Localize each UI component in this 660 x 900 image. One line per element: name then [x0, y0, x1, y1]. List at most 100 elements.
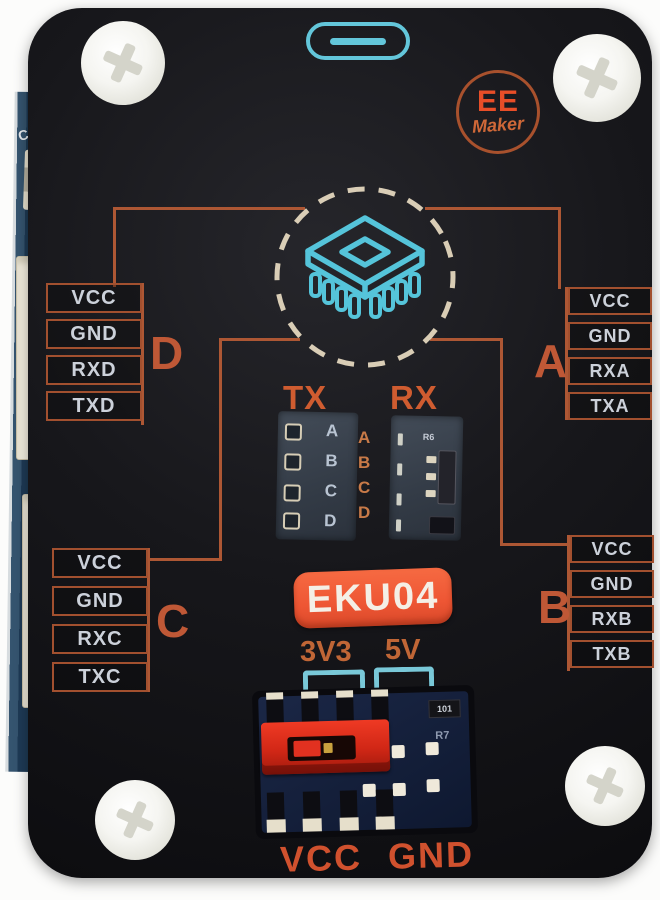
resistor-101: 101	[428, 699, 461, 719]
pcb-board: EE Maker	[28, 8, 654, 880]
voltage-3v3-label: 3V3	[300, 636, 352, 668]
solder-pad	[426, 778, 440, 793]
silkscreen-trace	[558, 207, 561, 289]
center-channel: C	[358, 478, 371, 497]
model-badge: EKU04	[293, 567, 453, 629]
pin-label: VCC	[52, 548, 148, 578]
pin-label: TXA	[568, 392, 652, 420]
pin-label: VCC	[568, 287, 652, 315]
logo-text-bottom: Maker	[471, 112, 525, 137]
power-pins-label: VCC GND	[279, 833, 475, 880]
screw-bottom-right	[565, 746, 645, 826]
silkscreen-trace	[565, 287, 568, 420]
rx-label: RX	[390, 379, 438, 416]
resistor-pad	[425, 489, 436, 498]
module-pin	[339, 790, 358, 831]
center-channel-letters: A B C D	[358, 428, 370, 528]
port-c-letter: C	[156, 595, 190, 647]
pin-label: VCC	[46, 283, 142, 313]
screw-top-right	[553, 34, 641, 122]
jumper-pad	[284, 423, 303, 441]
rx-pad	[397, 433, 403, 446]
port-d-pin-labels: VCC GND RXD TXD	[46, 283, 142, 427]
silkscreen-trace	[219, 338, 222, 561]
voltage-slide-switch	[260, 719, 391, 775]
dashed-ring	[274, 186, 456, 368]
module-pin	[370, 689, 389, 722]
tx-channel: B	[325, 451, 338, 471]
module-pin	[301, 691, 319, 724]
resistor-ref-label: R7	[435, 729, 450, 743]
switch-knob	[293, 740, 321, 757]
resistor-pad	[426, 456, 437, 464]
jumper-pad	[283, 484, 301, 502]
silkscreen-trace	[500, 543, 569, 546]
module-pin	[266, 792, 285, 833]
tx-channel: A	[325, 421, 339, 441]
port-b-pin-labels: VCC GND RXB TXB	[570, 535, 654, 675]
voltage-5v-label: 5V	[385, 634, 421, 666]
solder-pad	[425, 741, 439, 756]
microchip-icon	[270, 182, 460, 372]
screw-bottom-left	[95, 780, 175, 860]
rx-pad	[396, 493, 402, 506]
tx-jumper-block: A B C D	[275, 411, 359, 541]
voltage-selector-module: 101 R7	[251, 684, 479, 840]
pin-label: RXD	[46, 355, 142, 385]
silkscreen-trace	[147, 548, 150, 692]
pin-label: RXC	[52, 624, 148, 654]
pin-label: RXB	[570, 605, 654, 633]
pin-label: TXD	[46, 391, 142, 421]
silkscreen-trace	[567, 535, 570, 671]
silkscreen-trace	[219, 338, 300, 341]
solder-pad	[362, 783, 376, 798]
port-b-letter: B	[538, 581, 572, 633]
resistor-array-body	[437, 450, 457, 505]
tx-channel: C	[324, 481, 338, 501]
microchip-icon-svg	[274, 186, 456, 368]
module-pin	[375, 789, 394, 830]
rx-pad	[397, 463, 403, 476]
model-name: EKU04	[306, 574, 440, 621]
chip-pins	[309, 272, 421, 319]
silkscreen-trace	[425, 207, 561, 210]
pin-label: GND	[570, 570, 654, 598]
port-a-letter: A	[534, 335, 568, 387]
center-channel: D	[358, 503, 371, 522]
port-c-pin-labels: VCC GND RXC TXC	[52, 548, 148, 700]
port-d-letter: D	[150, 327, 184, 379]
rx-jumper-block: R6	[388, 415, 464, 541]
center-channel: B	[358, 453, 371, 472]
silkscreen-trace	[113, 207, 116, 287]
solder-pad	[391, 744, 405, 759]
usb-c-port-icon	[306, 22, 410, 60]
resistor-ref-label: R6	[422, 431, 435, 443]
switch-contact	[323, 742, 333, 754]
logo-text-top: EE	[476, 84, 520, 118]
module-pin	[266, 692, 284, 725]
silkscreen-trace	[147, 558, 222, 561]
jumper-pad	[284, 453, 302, 471]
tx-channel-letters: A B C D	[324, 421, 339, 541]
center-channel: A	[358, 428, 371, 447]
chip-body	[305, 215, 425, 300]
usb-c-inner-bar	[330, 37, 386, 45]
pin-label: VCC	[570, 535, 654, 563]
tx-label: TX	[283, 379, 328, 416]
module-pin	[336, 690, 354, 723]
pin-label: RXA	[568, 357, 652, 385]
pin-label: GND	[46, 319, 142, 349]
silkscreen-trace	[430, 338, 503, 341]
rx-pad	[395, 519, 402, 532]
resistor-pad	[425, 473, 437, 481]
rx-bottom-component	[428, 516, 456, 535]
pin-label: TXB	[570, 640, 654, 668]
silkscreen-trace	[500, 338, 503, 546]
jumper-pad	[282, 512, 301, 530]
pin-label: GND	[568, 322, 652, 350]
screw-top-left	[81, 21, 165, 105]
module-pin	[302, 791, 321, 832]
solder-pad	[392, 782, 406, 797]
silkscreen-trace	[141, 283, 144, 425]
silkscreen-trace	[113, 207, 305, 210]
